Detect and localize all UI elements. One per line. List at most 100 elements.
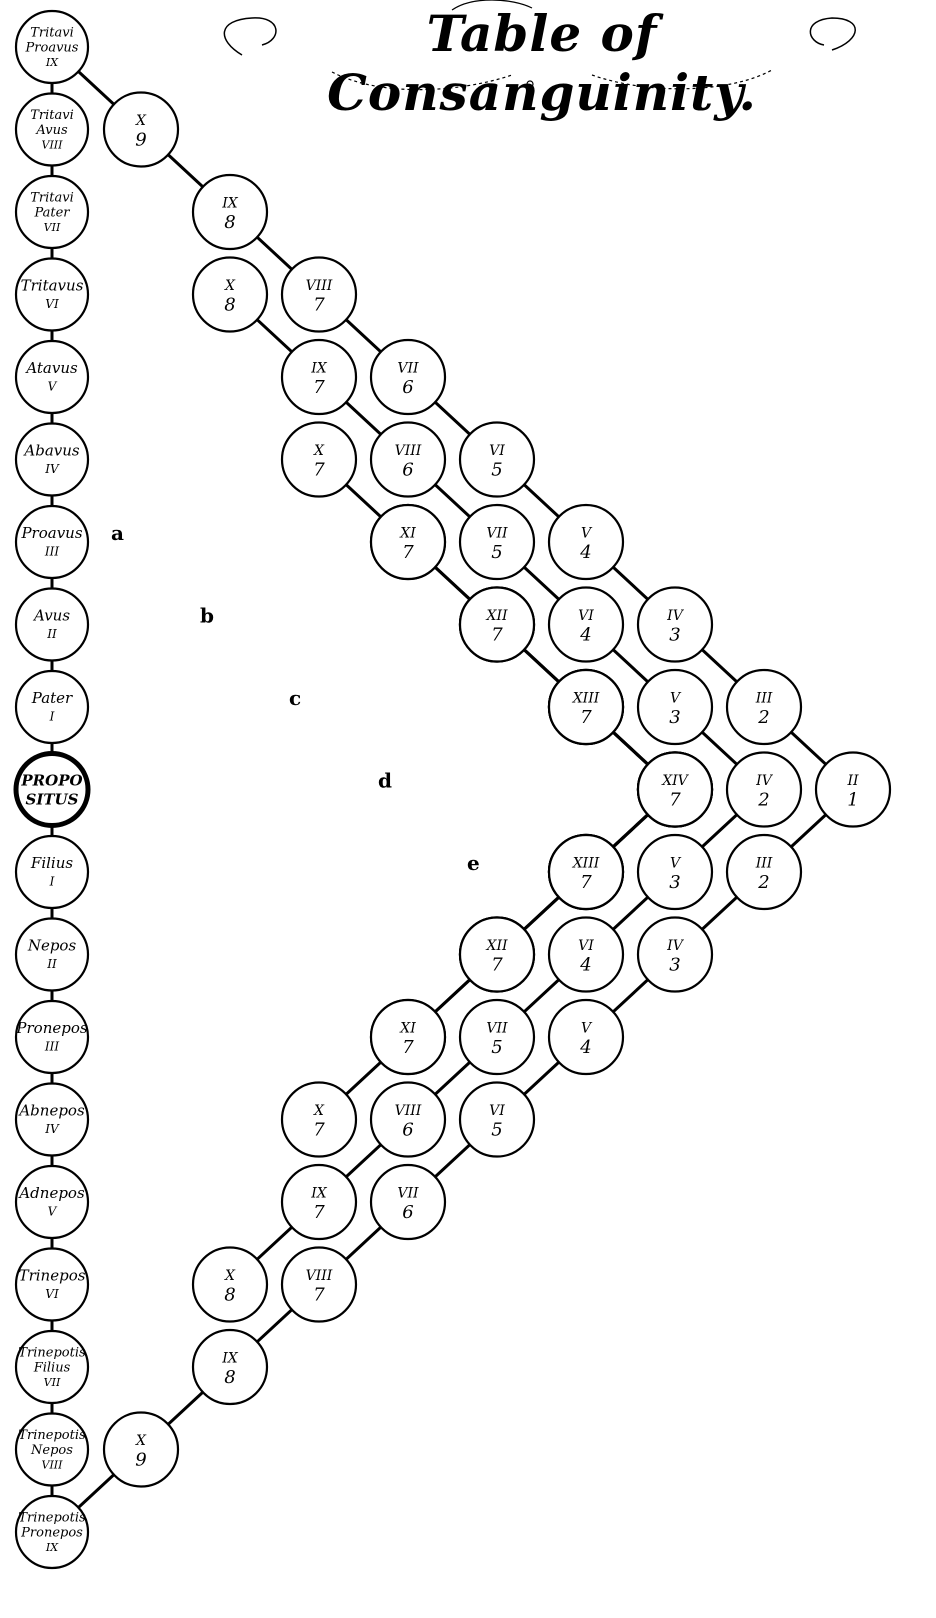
descendant-circle-0-ring: [16, 836, 88, 908]
ancestor-circle-1: TritaviAvusVIII: [16, 94, 88, 166]
kin-circle-chain0-5-label-1: 4: [579, 542, 591, 563]
kin-circle-chain0-14-label-1: 7: [313, 1284, 325, 1305]
side-letter-c: c: [289, 686, 301, 710]
ancestor-circle-5-label-0: Abavus: [22, 441, 80, 459]
kin-circle-chain0-4: VI5: [460, 423, 534, 497]
kin-circle-chain1-8: VI4: [549, 918, 623, 992]
kin-circle-chain1-4: VI4: [549, 588, 623, 662]
descendant-circle-4-ring: [16, 1166, 88, 1238]
ancestor-circle-0-label-1: Proavus: [25, 41, 79, 56]
kin-circle-chain4-0-label-0: XII: [485, 608, 507, 624]
kin-circle-chain3-6-label-1: 7: [402, 1037, 414, 1058]
kin-circle-chain1-2-label-0: VIII: [395, 443, 422, 459]
kin-circle-chain4-4: XII7: [460, 918, 534, 992]
kin-circle-chain1-0-label-1: 8: [224, 294, 235, 315]
ancestor-circle-6: ProavusIII: [16, 506, 88, 578]
kin-circle-chain0-0-label-0: X: [135, 113, 147, 129]
descendant-circle-0-label-0: Filius: [30, 854, 73, 872]
ancestor-circle-5-label-1: IV: [44, 462, 60, 476]
kin-circle-chain1-4-label-0: VI: [578, 608, 594, 624]
kin-circle-chain0-9: III2: [727, 835, 801, 909]
kin-circle-chain3-6-label-0: XI: [399, 1020, 416, 1036]
kin-circle-chain1-1: IX7: [282, 340, 356, 414]
ancestor-circle-0-label-2: IX: [45, 56, 59, 69]
descendant-circle-5-label-0: Trinepos: [19, 1266, 86, 1284]
kin-circle-chain1-4-label-1: 4: [579, 624, 591, 645]
kin-circle-chain0-3-label-0: VII: [397, 360, 419, 376]
kin-circle-chain0-14-label-0: VIII: [306, 1268, 333, 1284]
kin-circle-chain0-15-label-0: IX: [221, 1350, 239, 1366]
ancestor-circle-4: AtavusV: [16, 341, 88, 413]
descendant-circle-3-label-0: Abnepos: [17, 1101, 85, 1119]
descendant-circle-4-label-1: V: [48, 1205, 58, 1219]
kin-circle-chain1-10: VIII6: [371, 1083, 445, 1157]
kin-circle-chain3-0-label-1: 7: [402, 542, 414, 563]
kin-circle-chain0-9-label-1: 2: [757, 872, 769, 893]
kin-circle-chain0-13-label-1: 6: [402, 1202, 413, 1223]
ancestor-circle-5-ring: [16, 424, 88, 496]
kin-circle-chain1-11-label-1: 7: [313, 1202, 325, 1223]
descendant-circle-1-ring: [16, 919, 88, 991]
kin-circle-chain1-3-label-0: VII: [486, 525, 508, 541]
kin-circle-chain1-12: X8: [193, 1248, 267, 1322]
kin-circle-chain4-4-label-0: XII: [485, 938, 507, 954]
descendant-circle-5: TrineposVI: [16, 1249, 88, 1321]
kin-circle-chain0-8: II1: [816, 753, 890, 827]
kin-circle-chain0-9-label-0: III: [755, 855, 773, 871]
kin-circle-chain5-0-label-1: 7: [580, 707, 592, 728]
kin-circle-chain0-14: VIII7: [282, 1248, 356, 1322]
descendant-circle-8-label-1: Pronepos: [20, 1526, 83, 1541]
descendant-circle-7-label-1: Nepos: [30, 1443, 73, 1458]
kin-circle-chain0-11-label-1: 4: [579, 1037, 591, 1058]
ancestor-circle-2-label-2: VII: [44, 221, 61, 234]
kin-circle-chain0-1-label-1: 8: [224, 212, 235, 233]
kin-circle-chain0-3-label-1: 6: [402, 377, 413, 398]
kin-circle-chain0-7-label-0: III: [755, 690, 773, 706]
kin-circle-chain0-2-label-1: 7: [313, 294, 325, 315]
kin-circle-chain0-5: V4: [549, 505, 623, 579]
ancestor-circle-7-label-1: II: [46, 627, 57, 641]
side-letter-b: b: [200, 604, 214, 628]
kin-circle-chain0-10: IV3: [638, 918, 712, 992]
kin-circle-chain1-9: VII5: [460, 1000, 534, 1074]
ancestor-circle-2-label-1: Pater: [33, 206, 70, 221]
kin-circle-chain0-13: VII6: [371, 1165, 445, 1239]
descendant-circle-6-label-2: VII: [44, 1376, 61, 1389]
kin-circle-chain1-9-label-1: 5: [491, 1037, 502, 1058]
ancestor-circle-1-label-1: Avus: [35, 123, 68, 138]
descendant-circle-3-label-1: IV: [44, 1122, 60, 1136]
kin-circle-chain1-9-label-0: VII: [486, 1020, 508, 1036]
kin-circle-chain0-12-label-1: 5: [491, 1119, 502, 1140]
kin-circle-chain1-6-label-1: 2: [757, 789, 769, 810]
propositus-circle-label-1: SITUS: [26, 790, 79, 808]
ancestor-circle-2-label-0: Tritavi: [30, 191, 74, 206]
kin-circle-chain1-3-label-1: 5: [491, 542, 502, 563]
kin-circle-chain1-0: X8: [193, 258, 267, 332]
kin-circle-chain1-5: V3: [638, 670, 712, 744]
kin-circle-chain0-1-label-0: IX: [221, 195, 239, 211]
kin-circle-chain0-0: X9: [104, 93, 178, 167]
ancestor-circle-7-ring: [16, 589, 88, 661]
ancestor-circle-8-ring: [16, 671, 88, 743]
descendant-circle-0-label-1: I: [49, 875, 55, 889]
kin-circle-chain4-4-label-1: 7: [491, 954, 503, 975]
descendant-circle-0: FiliusI: [16, 836, 88, 908]
descendant-circle-5-label-1: VI: [45, 1287, 59, 1301]
kin-circle-chain1-7-label-1: 3: [669, 872, 680, 893]
descendant-circle-8-label-0: Trinepotis: [18, 1511, 86, 1526]
ancestor-circle-1-label-0: Tritavi: [30, 108, 74, 123]
kin-circles: X9IX8VIII7VII6VI5V4IV3III2II1III2IV3V4VI…: [15, 11, 890, 1568]
ancestor-circle-4-label-1: V: [48, 380, 58, 394]
kin-circle-chain1-1-label-1: 7: [313, 377, 325, 398]
descendant-circle-6-label-0: Trinepotis: [18, 1346, 86, 1361]
kin-circle-chain3-0: XI7: [371, 505, 445, 579]
descendant-circle-2-label-1: III: [44, 1040, 59, 1054]
ancestor-circle-1-label-2: VIII: [42, 138, 64, 151]
ancestor-circle-3-label-1: VI: [45, 297, 59, 311]
kin-circle-chain1-12-label-1: 8: [224, 1284, 235, 1305]
